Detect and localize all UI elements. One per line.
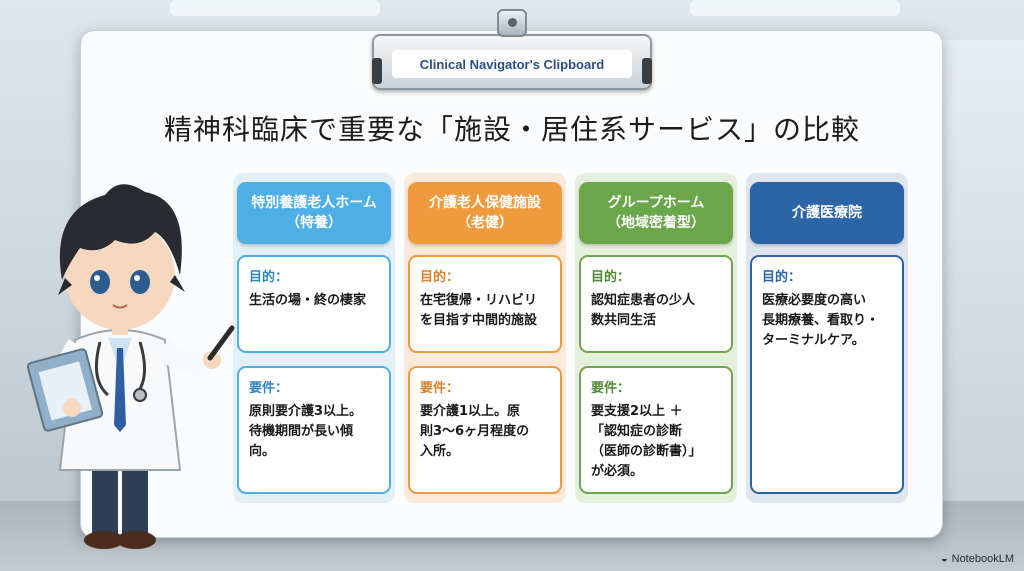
requirement-text: 入所。 — [420, 444, 460, 460]
requirement-text: 則3〜6ヶ月程度の — [420, 424, 530, 440]
purpose-card: 目的： 医療必要度の高い 長期療養、看取り・ ターミナルケア。 — [750, 255, 904, 494]
column-name: 介護医療院 — [792, 204, 862, 221]
requirement-text: 要支援2以上 ＋ — [591, 404, 683, 419]
column-name: グループホーム — [607, 194, 705, 211]
column-header: 介護老人保健施設 （老健） — [408, 182, 562, 244]
purpose-text: 医療必要度の高い — [762, 293, 867, 308]
ceiling-light — [690, 0, 900, 16]
requirement-text: 原則要介護3以上。 — [249, 404, 363, 419]
column-name: 特別養護老人ホーム — [251, 194, 377, 211]
requirement-text: （医師の診断書）」 — [591, 444, 702, 460]
clip-hinge-left — [372, 58, 382, 84]
purpose-card: 目的： 認知症患者の少人 数共同生活 — [579, 255, 733, 353]
doctor-illustration — [26, 184, 235, 549]
page-title: 精神科臨床で重要な「施設・居住系サービス」の比較 — [163, 113, 860, 146]
column-roken: 介護老人保健施設 （老健） 目的： 在宅復帰・リハビリ を目指す中間的施設 要件… — [404, 173, 566, 503]
background-door — [929, 40, 1024, 510]
column-tokuyou: 特別養護老人ホーム （特養） 目的： 生活の場・終の棲家 要件： 原則要介護3以… — [233, 173, 395, 503]
requirement-text: 「認知症の診断 — [591, 424, 683, 440]
column-abbr: （地域密着型） — [607, 215, 705, 231]
purpose-text: 数共同生活 — [591, 313, 657, 329]
notebooklm-credit: ◒ NotebookLM — [941, 553, 1014, 565]
purpose-text: 生活の場・終の棲家 — [249, 293, 367, 308]
column-name: 介護老人保健施設 — [429, 194, 541, 211]
ceiling-light — [170, 0, 380, 16]
column-header: グループホーム （地域密着型） — [579, 182, 733, 244]
requirement-card: 要件： 要介護1以上。原 則3〜6ヶ月程度の 入所。 — [408, 366, 562, 494]
column-header: 介護医療院 — [750, 182, 904, 244]
requirement-text: 待機期間が長い傾 — [249, 424, 354, 440]
column-grouphome: グループホーム （地域密着型） 目的： 認知症患者の少人 数共同生活 要件： 要… — [575, 173, 737, 503]
purpose-text: を目指す中間的施設 — [420, 313, 538, 329]
requirement-label: 要件： — [249, 381, 289, 396]
purpose-text: 在宅復帰・リハビリ — [420, 293, 538, 308]
requirement-card: 要件： 要支援2以上 ＋ 「認知症の診断 （医師の診断書）」 が必須。 — [579, 366, 733, 494]
column-abbr: （特養） — [286, 215, 342, 231]
credit-text: NotebookLM — [951, 553, 1014, 565]
purpose-label: 目的： — [420, 270, 460, 285]
purpose-text: ターミナルケア。 — [762, 333, 865, 349]
requirement-text: 向。 — [249, 444, 276, 460]
requirement-text: 要介護1以上。原 — [420, 404, 521, 419]
clip-hinge-right — [642, 58, 652, 84]
clipboard-label: Clinical Navigator's Clipboard — [392, 50, 632, 78]
clip-ring — [497, 9, 527, 37]
requirement-label: 要件： — [420, 381, 460, 396]
requirement-label: 要件： — [591, 381, 631, 396]
purpose-text: 認知症患者の少人 — [591, 293, 696, 308]
purpose-card: 目的： 在宅復帰・リハビリ を目指す中間的施設 — [408, 255, 562, 353]
purpose-label: 目的： — [249, 270, 289, 285]
purpose-text: 長期療養、看取り・ — [762, 313, 880, 329]
column-iryouin: 介護医療院 目的： 医療必要度の高い 長期療養、看取り・ ターミナルケア。 — [746, 173, 908, 503]
requirement-card: 要件： 原則要介護3以上。 待機期間が長い傾 向。 — [237, 366, 391, 494]
purpose-card: 目的： 生活の場・終の棲家 — [237, 255, 391, 353]
column-header: 特別養護老人ホーム （特養） — [237, 182, 391, 244]
requirement-text: が必須。 — [591, 464, 644, 480]
purpose-label: 目的： — [591, 270, 631, 285]
notebooklm-logo-icon: ◒ — [940, 553, 948, 565]
purpose-label: 目的： — [762, 270, 802, 285]
column-abbr: （老健） — [457, 215, 513, 231]
